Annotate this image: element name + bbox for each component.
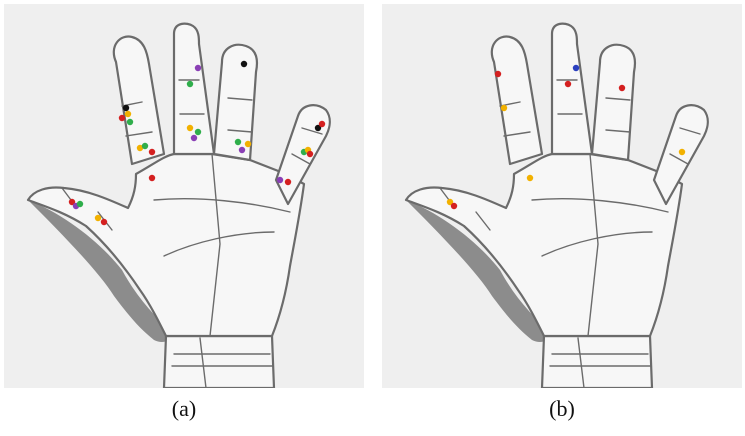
marker-dot [495, 71, 501, 77]
marker-dot [191, 135, 197, 141]
marker-dot [123, 105, 129, 111]
marker-dot [619, 85, 625, 91]
marker-dot [149, 175, 155, 181]
caption-a: (a) [4, 396, 364, 422]
marker-dot [119, 115, 125, 121]
marker-dot [245, 141, 251, 147]
palm-shape [28, 154, 304, 336]
marker-dot [573, 65, 579, 71]
marker-dot [239, 147, 245, 153]
hand-figure-b [382, 4, 742, 388]
hand-panel-a [4, 4, 364, 388]
marker-dot [235, 139, 241, 145]
marker-dot [319, 121, 325, 127]
marker-dot [125, 111, 131, 117]
marker-dot [277, 177, 283, 183]
marker-dot [451, 203, 457, 209]
marker-dot [187, 81, 193, 87]
index-shape [114, 37, 164, 164]
marker-dot [565, 81, 571, 87]
caption-b: (b) [382, 396, 742, 422]
marker-dot [307, 151, 313, 157]
marker-dot [195, 65, 201, 71]
marker-dot [127, 119, 133, 125]
marker-dot [187, 125, 193, 131]
ring-shape [592, 45, 635, 160]
index-shape [492, 37, 542, 164]
palm-shape [406, 154, 682, 336]
marker-dot [527, 175, 533, 181]
marker-dot [241, 61, 247, 67]
marker-dot [285, 179, 291, 185]
marker-dot [95, 215, 101, 221]
marker-dot [195, 129, 201, 135]
marker-dot [101, 219, 107, 225]
hand-panel-b [382, 4, 742, 388]
marker-dot [77, 201, 83, 207]
marker-dot [501, 105, 507, 111]
hand-figure-a [4, 4, 364, 388]
middle-shape [174, 24, 214, 154]
forearm-shape [542, 336, 652, 388]
middle-shape [552, 24, 592, 154]
forearm-shape [164, 336, 274, 388]
marker-dot [679, 149, 685, 155]
marker-dot [142, 143, 148, 149]
marker-dot [149, 149, 155, 155]
